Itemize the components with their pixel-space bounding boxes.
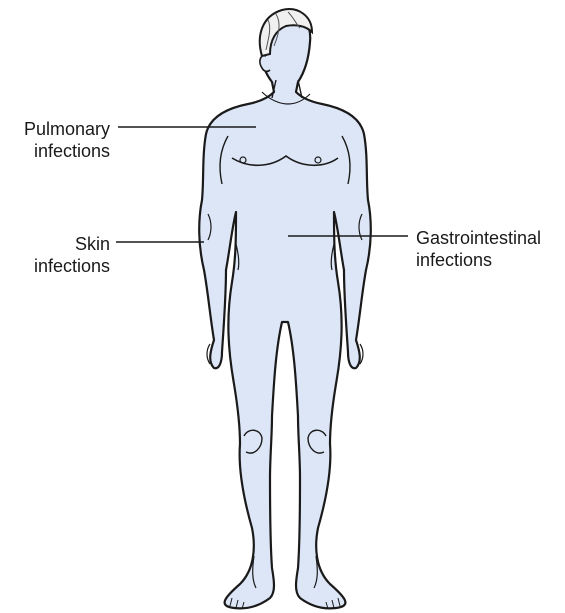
pulmonary-label-line1: Pulmonary [0,118,110,140]
skin-infections-label: Skin infections [0,233,110,277]
pulmonary-label-line2: infections [0,140,110,162]
gastrointestinal-label-line1: Gastrointestinal [416,227,565,249]
body-silhouette [199,11,371,609]
gastrointestinal-label-line2: infections [416,249,565,271]
skin-label-line1: Skin [0,233,110,255]
skin-label-line2: infections [0,255,110,277]
pulmonary-infections-label: Pulmonary infections [0,118,110,162]
gastrointestinal-infections-label: Gastrointestinal infections [416,227,565,271]
